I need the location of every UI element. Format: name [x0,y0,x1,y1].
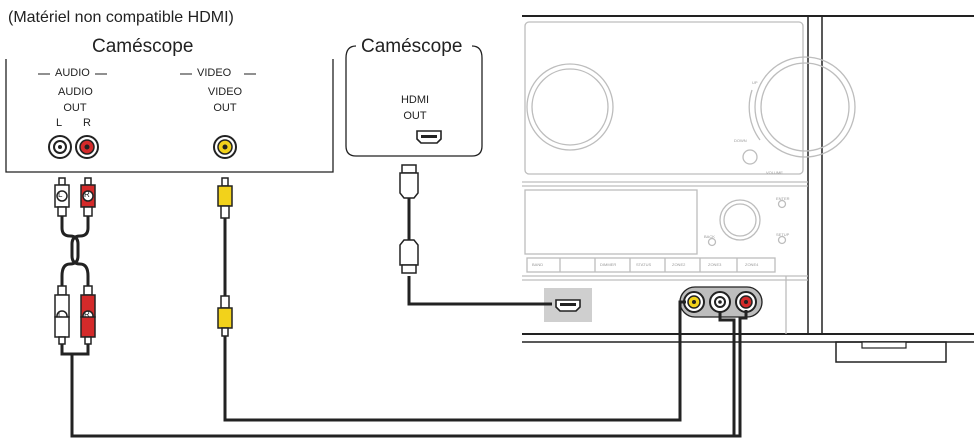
video-out-label-2: OUT [213,102,237,114]
video-plug-bottom [217,295,233,337]
audio-plug-l-bottom [54,285,70,345]
hdmi-out-label-2: OUT [403,110,427,122]
panel-button-label: STATUS [636,262,652,267]
video-out-label-1: VIDEO [207,86,243,98]
video-cable [223,300,686,422]
panel-button-label: ZONE3 [708,262,722,267]
cables [60,198,748,438]
audio-out-label-1: AUDIO [58,86,93,98]
hdmi-out-port [416,130,442,144]
camcorder-analog-title: Caméscope [92,36,194,57]
audio-section-label: AUDIO [55,67,90,79]
non-hdmi-note: (Matériel non compatible HDMI) [8,9,234,26]
knob-label-up: UP [752,80,758,85]
audio-r-jack [75,135,99,159]
button-label-setup: SETUP [776,232,790,237]
av-receiver [522,15,974,363]
camcorder-hdmi-title: Caméscope [358,36,466,58]
plug-l-mark-bottom: L [58,310,63,319]
plug-r-mark-bottom: R [84,310,90,319]
plug-l-mark-top: L [58,190,63,199]
hdmi-plug-bottom [399,239,419,274]
audio-plug-r-bottom [80,285,96,345]
audio-plug-r-top [80,177,96,217]
plug-r-mark-top: R [84,190,90,199]
button-label-enter: ENTER [776,196,790,201]
receiver-hdmi-port [555,299,581,312]
video-plug-top [217,177,233,219]
receiver-video-in-jack [683,291,705,313]
hdmi-plug-top [399,164,419,199]
panel-button-label: BAND [532,262,544,267]
audio-r-label: R [83,117,91,129]
audio-plug-l-top [54,177,70,217]
video-section-label: VIDEO [197,67,232,79]
knob-label-down: DOWN [734,138,747,143]
knob-label-volume: VOLUME [766,170,783,175]
audio-l-jack [48,135,72,159]
panel-button-label: ZONE4 [745,262,759,267]
hdmi-out-label-1: HDMI [400,94,430,106]
receiver-audio-r-in-jack [735,291,757,313]
hdmi-cable [407,276,552,306]
button-label-back: BACK [704,234,715,239]
receiver-audio-l-in-jack [709,291,731,313]
panel-button-label: ZONE2 [672,262,686,267]
video-jack [213,135,237,159]
audio-l-label: L [56,117,63,129]
audio-out-label-2: OUT [63,102,87,114]
panel-button-label: DIMMER [600,262,617,267]
camcorder-hdmi-box [345,45,483,157]
audio-cable [60,310,748,438]
camcorder-analog-box [5,59,334,173]
